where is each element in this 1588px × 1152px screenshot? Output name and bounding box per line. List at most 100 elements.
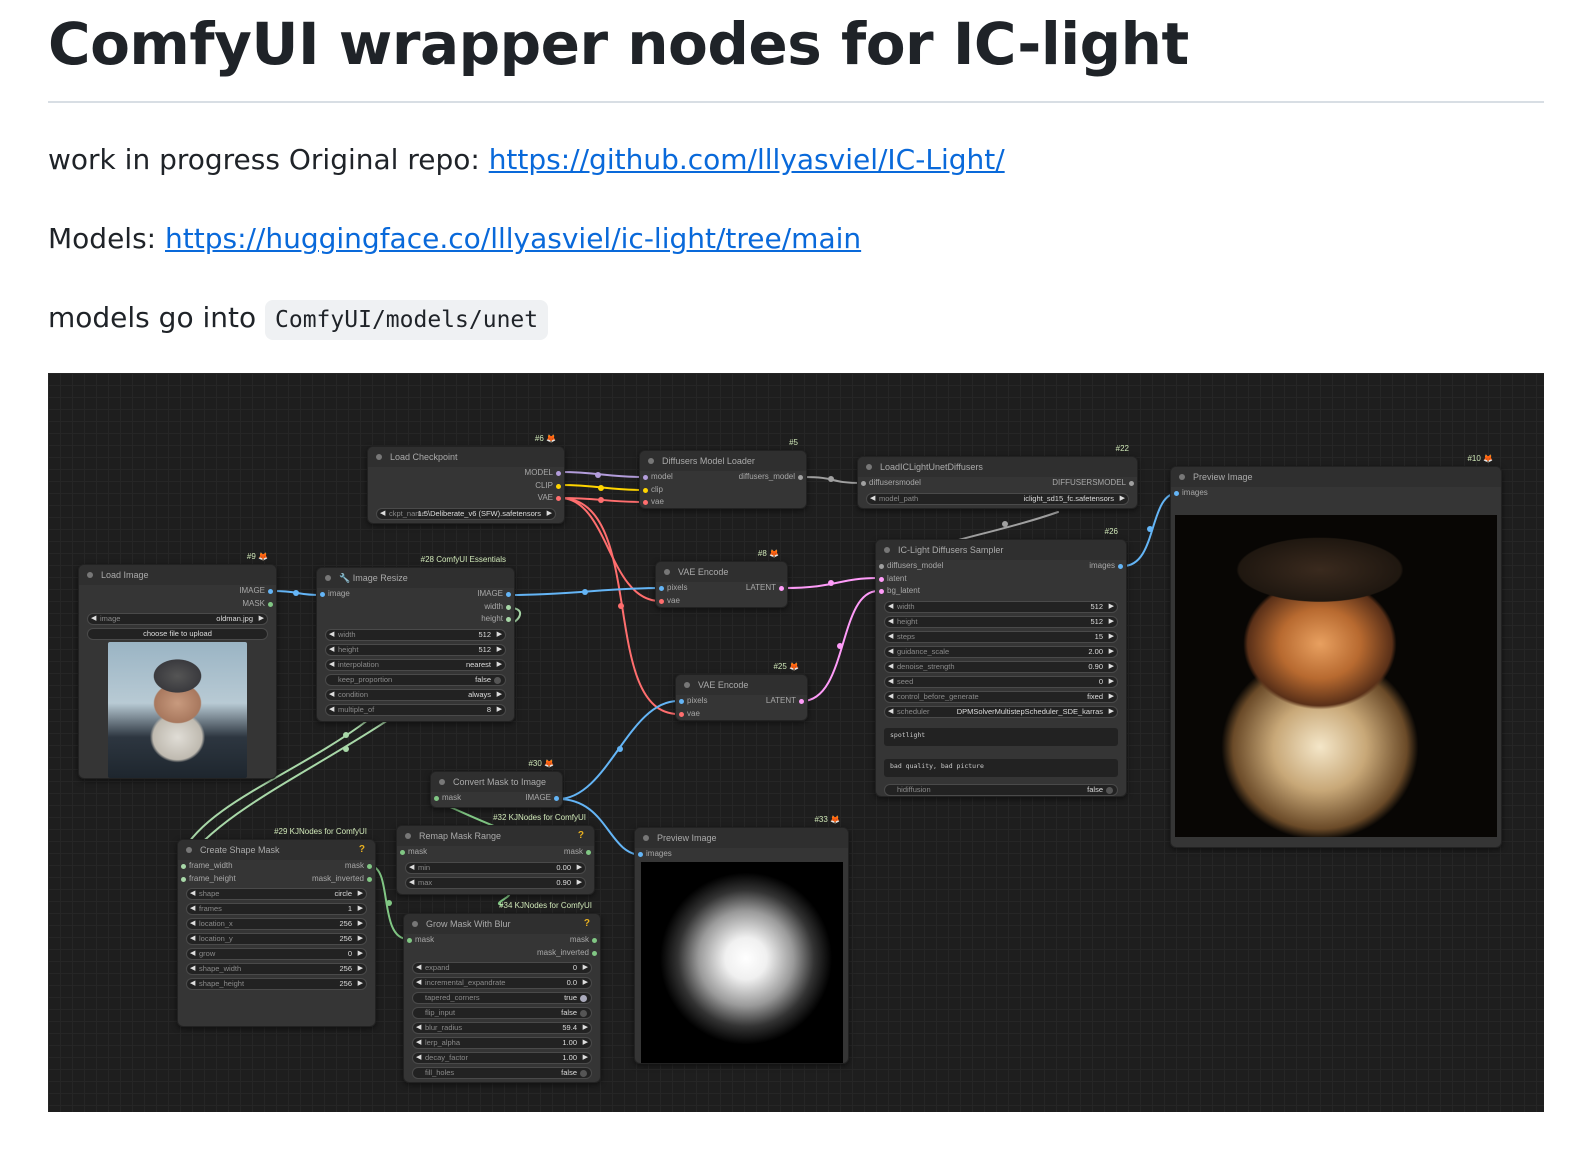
- collapse-dot-icon[interactable]: [866, 464, 872, 470]
- output-slot-image[interactable]: IMAGE: [79, 585, 276, 598]
- help-icon[interactable]: ?: [583, 918, 590, 929]
- collapse-dot-icon[interactable]: [664, 569, 670, 575]
- output-slot-width[interactable]: width: [317, 601, 514, 614]
- collapse-dot-icon[interactable]: [648, 458, 654, 464]
- input-slot-images[interactable]: images: [635, 848, 848, 861]
- collapse-dot-icon[interactable]: [186, 847, 192, 853]
- collapse-dot-icon[interactable]: [439, 779, 445, 785]
- collapse-dot-icon[interactable]: [87, 572, 93, 578]
- output-slot-height[interactable]: height: [317, 613, 514, 626]
- node-remap-mask-range[interactable]: #32 KJNodes for ComfyUI Remap Mask Range…: [396, 813, 595, 895]
- collapse-dot-icon[interactable]: [376, 454, 382, 460]
- collapse-dot-icon[interactable]: [325, 575, 331, 581]
- input-slot-latent[interactable]: latent: [876, 573, 1126, 586]
- models-link[interactable]: https://huggingface.co/lllyasviel/ic-lig…: [165, 222, 862, 255]
- input-slot-bg-latent[interactable]: bg_latent: [876, 585, 1126, 598]
- node-load-iclight-unet[interactable]: #22 LoadICLightUnetDiffusers diffusersmo…: [857, 444, 1138, 509]
- repo-link[interactable]: https://github.com/lllyasviel/IC-Light/: [488, 143, 1005, 176]
- node-iclight-sampler[interactable]: #26 IC-Light Diffusers Sampler diffusers…: [875, 527, 1127, 797]
- output-slot-model[interactable]: MODEL: [368, 467, 564, 480]
- collapse-dot-icon[interactable]: [643, 835, 649, 841]
- collapse-dot-icon[interactable]: [412, 921, 418, 927]
- node-grow-mask-with-blur[interactable]: #34 KJNodes for ComfyUI Grow Mask With B…: [403, 901, 601, 1083]
- node-load-checkpoint[interactable]: #6 🦊 Load Checkpoint MODEL CLIP VAE ◀ckp…: [367, 434, 565, 524]
- arrow-left-icon: ◀: [380, 509, 386, 517]
- upload-button[interactable]: choose file to upload: [87, 628, 268, 641]
- output-slot-clip[interactable]: CLIP: [368, 480, 564, 493]
- input-slot-clip[interactable]: clip: [640, 484, 806, 497]
- page-title: ComfyUI wrapper nodes for IC-light: [48, 10, 1189, 78]
- collapse-dot-icon[interactable]: [884, 547, 890, 553]
- collapse-dot-icon[interactable]: [684, 682, 690, 688]
- negative-prompt-textarea[interactable]: bad quality, bad picture: [884, 758, 1118, 777]
- node-create-shape-mask[interactable]: #29 KJNodes for ComfyUI Create Shape Mas…: [177, 827, 376, 1027]
- positive-prompt-textarea[interactable]: spotlight: [884, 727, 1118, 746]
- output-slot-vae[interactable]: VAE: [368, 492, 564, 505]
- node-preview-image-mask[interactable]: #33 🦊 Preview Image images: [634, 815, 849, 1064]
- input-slot-vae[interactable]: vae: [640, 496, 806, 509]
- output-slot-mask-inverted[interactable]: mask_inverted: [404, 947, 600, 960]
- help-icon[interactable]: ?: [577, 830, 584, 841]
- help-icon[interactable]: ?: [358, 844, 365, 855]
- node-image-resize[interactable]: #28 ComfyUI Essentials 🔧 Image Resize im…: [316, 555, 515, 722]
- input-slot-vae[interactable]: vae: [656, 595, 787, 608]
- output-slot-mask[interactable]: MASK: [79, 598, 276, 611]
- node-preview-image-main[interactable]: #10 🦊 Preview Image images: [1170, 454, 1502, 848]
- input-slot-vae[interactable]: vae: [676, 708, 807, 721]
- input-slot-images[interactable]: images: [1171, 487, 1501, 500]
- collapse-dot-icon[interactable]: [1179, 474, 1185, 480]
- collapse-dot-icon[interactable]: [405, 833, 411, 839]
